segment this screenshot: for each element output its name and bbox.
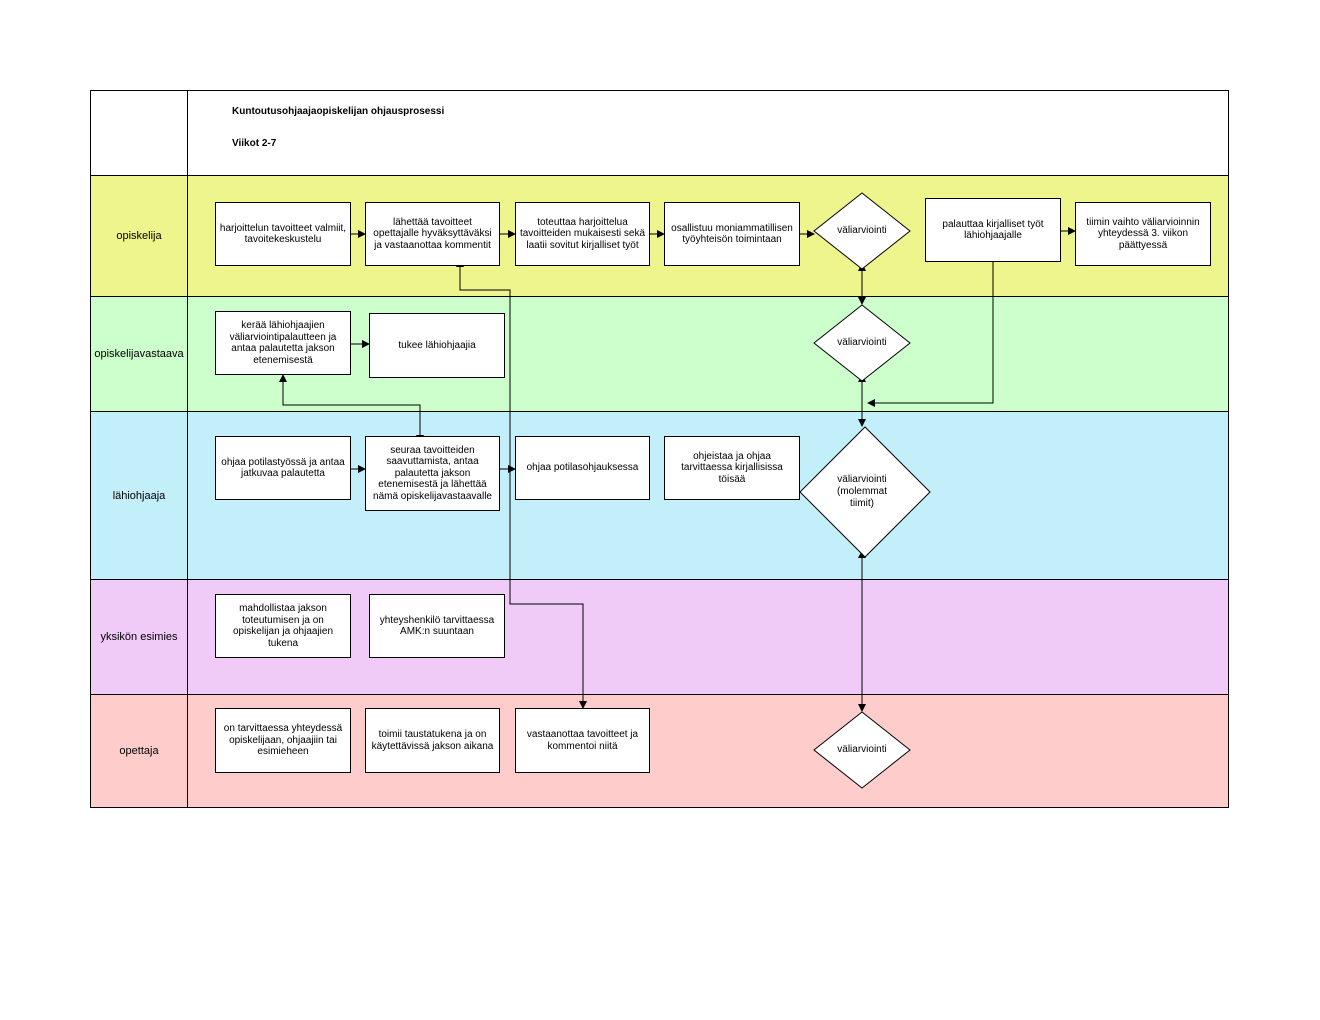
process-box-op3: toteuttaa harjoittelua tavoitteiden muka… — [515, 202, 650, 266]
decision-text-opettaja: väliarviointi — [837, 744, 887, 755]
decision-diamond-opiskelija — [813, 192, 911, 270]
process-box-ye1: mahdollistaa jakson toteutumisen ja on o… — [215, 594, 351, 658]
process-box-op1: harjoittelun tavoitteet valmiit, tavoite… — [215, 202, 351, 266]
process-box-lo3: ohjaa potilasohjauksessa — [515, 436, 650, 500]
arrow-op2-ot3 — [456, 259, 587, 709]
decision-text-opiskelijavastaava: väliarviointi — [837, 337, 887, 348]
decision-text-opiskelija: väliarviointi — [837, 225, 887, 236]
process-box-ot3: vastaanottaa tavoitteet ja kommentoi nii… — [515, 708, 650, 773]
process-box-lo4: ohjeistaa ja ohjaa tarvittaessa kirjalli… — [664, 436, 800, 500]
lane-label-opettaja: opettaja — [119, 745, 159, 757]
decision-diamond-opettaja — [813, 711, 911, 789]
process-box-op5: palauttaa kirjalliset työt lähiohjaajall… — [925, 198, 1061, 262]
process-box-lo1: ohjaa potilastyössä ja antaa jatkuvaa pa… — [215, 436, 351, 500]
process-box-lo2: seuraa tavoitteiden saavuttamista, antaa… — [365, 436, 500, 511]
diagram-subtitle: Viikot 2-7 — [232, 138, 277, 149]
process-box-ye2: yhteyshenkilö tarvittaessa AMK:n suuntaa… — [369, 594, 505, 658]
lane-label-lahiohjaaja: lähiohjaaja — [112, 489, 166, 502]
lane-label-opiskelija: opiskelija — [116, 230, 162, 242]
diagram-frame — [90, 90, 1229, 808]
process-box-op6: tiimin vaihto väliarvioinnin yhteydessä … — [1075, 202, 1211, 266]
lane-label-divider — [187, 90, 188, 808]
decision-text-lahiohjaaja: väliarviointi (molemmat tiimit) — [836, 474, 887, 509]
process-box-op4: osallistuu moniammatillisen työyhteisön … — [664, 202, 800, 266]
decision-diamond-lahiohjaaja — [799, 426, 931, 558]
process-box-ov1: kerää lähiohjaajien väliarviointipalautt… — [215, 311, 351, 375]
process-box-ot1: on tarvittaessa yhteydessä opiskelijaan,… — [215, 708, 351, 773]
decision-diamond-opiskelijavastaava — [813, 304, 911, 382]
process-box-ot2: toimii taustatukena ja on käytettävissä … — [365, 708, 500, 773]
process-box-ov2: tukee lähiohjaajia — [369, 313, 505, 378]
header-row — [90, 90, 1229, 175]
arrow-op5-lo4 — [867, 262, 994, 407]
arrow-lo2-ov1 — [279, 374, 424, 443]
diagram-title: Kuntoutusohjaajaopiskelijan ohjausproses… — [232, 106, 445, 117]
lane-label-opiskelijavastaava: opiskelijavastaava — [94, 348, 184, 360]
lane-label-yksikon-esimies: yksikön esimies — [100, 631, 178, 643]
process-box-op2: lähettää tavoitteet opettajalle hyväksyt… — [365, 202, 500, 266]
